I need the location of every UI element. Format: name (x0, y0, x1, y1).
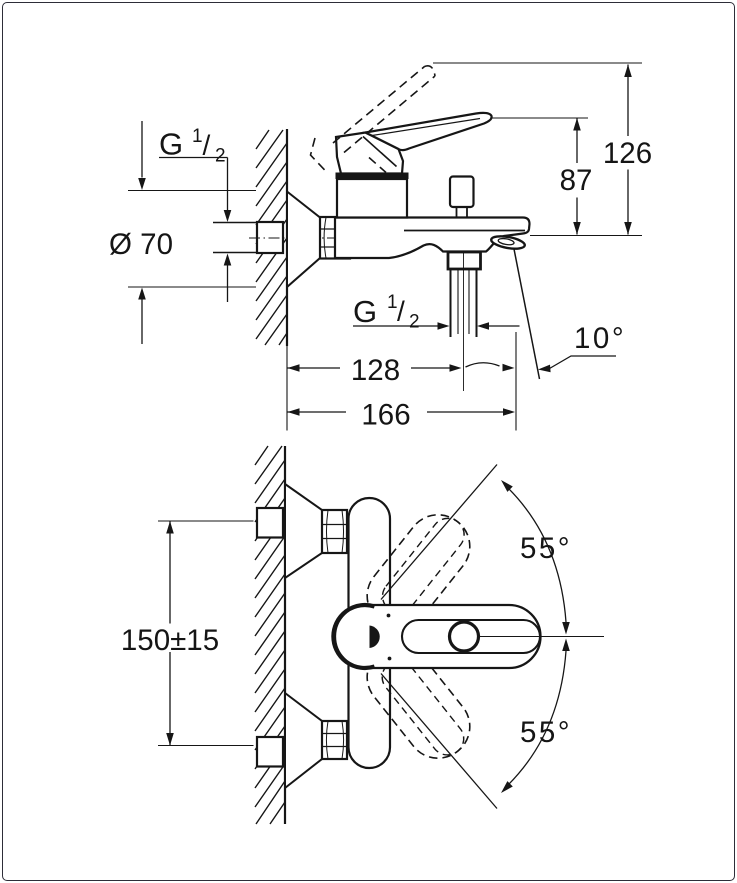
escutcheon-diameter-label: Ø 70 (109, 228, 173, 261)
connection-spacing-label: 150±15 (121, 624, 219, 657)
lever-height-label: 87 (560, 164, 593, 197)
dim-swing-down: 55° (380, 638, 572, 809)
boss-mark (369, 625, 380, 648)
escutcheon-cone (286, 189, 321, 290)
shower-outlet-connection (446, 250, 482, 391)
diverter-knob (448, 175, 475, 218)
total-projection-label: 166 (361, 399, 410, 432)
spout-mousseur (490, 235, 526, 250)
dim-connection-spacing: 150±15 (121, 520, 254, 747)
handle-boss-ring (331, 602, 376, 671)
side-view: G 1 / 2 Ø 70 87 126 (109, 62, 652, 432)
dim-total-projection: 166 (286, 332, 517, 432)
dim-wall-to-shower-outlet: 128 (287, 354, 462, 387)
dim-escutcheon-diameter: Ø 70 (109, 121, 256, 344)
swing-up-label: 55° (520, 532, 572, 565)
s-union-side (213, 189, 352, 290)
lower-union-plan (255, 690, 349, 791)
handle-plan (331, 602, 604, 671)
dim-wall-thread: G 1 / 2 (159, 126, 232, 302)
dim-lever-height: 87 (492, 117, 593, 235)
dim-swing-up: 55° (380, 464, 572, 635)
dim-spout-angle: 10° (465, 248, 626, 380)
upper-union-plan (255, 482, 349, 580)
wall-to-shower-outlet-label: 128 (351, 354, 400, 387)
lever-raised-height-label: 126 (603, 137, 652, 170)
plan-view: 150±15 55° 55° (121, 445, 604, 825)
wall-thread-label: G 1 / 2 (159, 126, 226, 167)
shower-thread-label: G 1 / 2 (353, 292, 420, 333)
dim-lever-raised-height: 126 (433, 62, 652, 237)
handle-raised-dashed (309, 64, 436, 174)
dim-shower-thread: G 1 / 2 (353, 292, 520, 333)
handle-skirt-band (335, 172, 409, 179)
handle-side (334, 111, 493, 175)
cartridge-housing (335, 177, 409, 219)
diverter-knob-plan (447, 620, 481, 653)
faucet-body-side (333, 172, 531, 391)
spout-angle-label: 10° (574, 322, 626, 355)
swing-down-label: 55° (520, 716, 572, 749)
